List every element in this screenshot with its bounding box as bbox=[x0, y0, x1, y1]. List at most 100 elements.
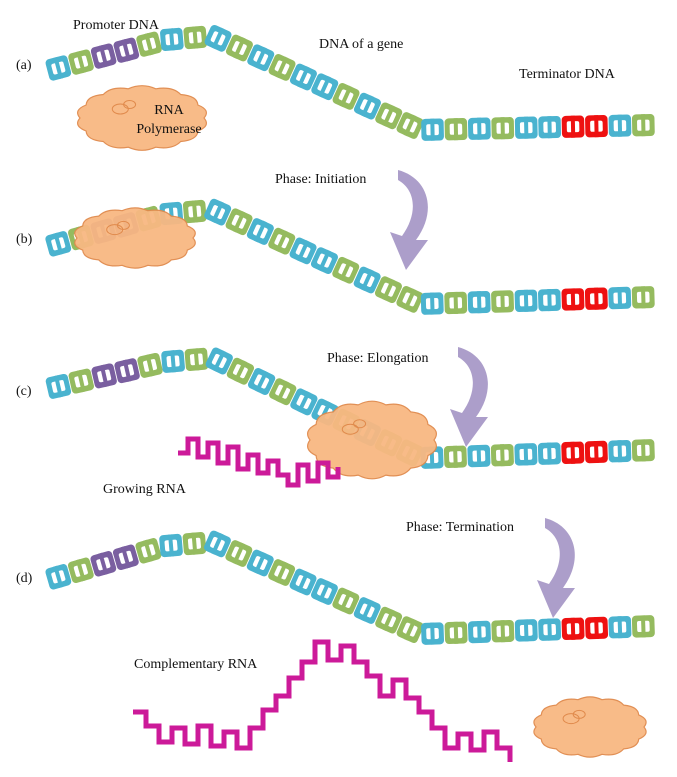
rna-polymerase-b bbox=[74, 207, 196, 269]
dna-segment bbox=[396, 616, 424, 643]
terminator-dna-segment bbox=[584, 440, 608, 464]
dna-segment bbox=[444, 118, 468, 141]
panel-marker-d: (d) bbox=[16, 571, 33, 586]
dna-segment bbox=[467, 290, 491, 314]
promoter-dna-segment bbox=[91, 363, 117, 389]
dna-segment bbox=[160, 27, 184, 51]
rna-polymerase-d bbox=[533, 696, 647, 758]
phase-arrow-initiation bbox=[390, 170, 428, 270]
dna-segment bbox=[375, 606, 403, 634]
terminator-dna-segment bbox=[584, 287, 608, 310]
phase-elongation-label: Phase: Elongation bbox=[327, 351, 429, 366]
dna-segment bbox=[246, 549, 274, 577]
dna-segment bbox=[182, 199, 207, 224]
dna-segment bbox=[396, 286, 424, 313]
dna-segment bbox=[67, 557, 94, 584]
dna-segment bbox=[204, 198, 232, 226]
promoter-dna-segment bbox=[90, 551, 117, 577]
dna-segment bbox=[289, 237, 317, 265]
dna-segment bbox=[135, 538, 162, 564]
dna-segment bbox=[444, 621, 468, 645]
dna-segment bbox=[136, 31, 162, 57]
complementary-rna-strand bbox=[133, 639, 513, 762]
dna-segment bbox=[514, 116, 538, 139]
growing-rna-strand bbox=[178, 436, 341, 488]
promoter-dna-label: Promoter DNA bbox=[73, 18, 159, 33]
promoter-dna-segment bbox=[114, 358, 140, 384]
dna-segment bbox=[631, 114, 655, 137]
dna-segment bbox=[45, 564, 72, 590]
dna-segment bbox=[161, 349, 185, 373]
dna-segment bbox=[68, 368, 94, 394]
dna-segment bbox=[631, 286, 655, 309]
dna-segment bbox=[353, 92, 381, 120]
dna-segment bbox=[537, 288, 561, 312]
dna-segment bbox=[332, 83, 360, 110]
complementary-rna-label: Complementary RNA bbox=[134, 657, 258, 672]
dna-segment bbox=[183, 25, 208, 50]
dna-segment bbox=[68, 49, 94, 75]
phase-initiation-label: Phase: Initiation bbox=[275, 172, 367, 187]
rna-polymerase-label: RNA Polymerase bbox=[124, 101, 214, 139]
panel-marker-c: (c) bbox=[16, 384, 32, 399]
dna-segment bbox=[631, 615, 655, 638]
dna-segment bbox=[420, 292, 444, 315]
dna-segment bbox=[514, 289, 538, 313]
dna-segment bbox=[225, 540, 253, 567]
dna-segment bbox=[159, 533, 183, 558]
dna-segment bbox=[290, 388, 318, 416]
terminator-dna-segment bbox=[561, 617, 585, 641]
promoter-dna-segment bbox=[113, 37, 140, 63]
rna-polymerase-c bbox=[307, 400, 437, 480]
dna-segment bbox=[443, 445, 467, 469]
dna-segment bbox=[289, 568, 317, 596]
dna-segment bbox=[374, 276, 402, 304]
dna-segment bbox=[45, 55, 72, 81]
dna-segment bbox=[225, 208, 253, 236]
terminator-dna-segment bbox=[561, 441, 585, 465]
dna-segment bbox=[225, 34, 253, 62]
phase-termination-label: Phase: Termination bbox=[406, 520, 515, 535]
dna-segment bbox=[421, 622, 445, 645]
dna-segment bbox=[608, 286, 632, 310]
dna-segment bbox=[608, 114, 632, 137]
dna-segment bbox=[491, 290, 515, 313]
dna-segment bbox=[514, 619, 538, 642]
dna-segment bbox=[467, 117, 491, 140]
dna-segment bbox=[491, 619, 515, 643]
dna-segment bbox=[205, 347, 233, 375]
growing-rna-label: Growing RNA bbox=[103, 482, 186, 497]
dna-segment bbox=[514, 443, 538, 466]
dna-segment bbox=[421, 118, 444, 141]
dna-segment bbox=[137, 352, 163, 378]
dna-segment bbox=[268, 227, 296, 255]
dna-segment bbox=[490, 443, 514, 467]
dna-segment bbox=[182, 532, 207, 556]
dna-segment bbox=[631, 439, 655, 462]
promoter-dna-segment bbox=[90, 43, 117, 69]
terminator-dna-segment bbox=[585, 616, 609, 640]
dna-segment bbox=[204, 24, 232, 52]
dna-segment bbox=[538, 618, 562, 641]
promoter-dna-segment bbox=[112, 544, 139, 571]
dna-segment bbox=[353, 266, 381, 294]
dna-segment bbox=[247, 44, 275, 72]
terminator-dna-segment bbox=[585, 115, 608, 138]
phase-arrow-termination bbox=[537, 518, 575, 618]
panel-marker-a: (a) bbox=[16, 58, 32, 73]
terminator-dna-label: Terminator DNA bbox=[519, 67, 615, 82]
dna-segment bbox=[268, 54, 296, 81]
dna-segment bbox=[332, 256, 360, 284]
dna-segment bbox=[310, 247, 338, 274]
dna-segment bbox=[247, 368, 276, 395]
dna-segment bbox=[289, 63, 317, 91]
dna-strand-d bbox=[45, 530, 655, 645]
gene-dna-label: DNA of a gene bbox=[319, 37, 404, 52]
dna-segment bbox=[184, 347, 209, 371]
panel-marker-b: (b) bbox=[16, 232, 33, 247]
dna-segment bbox=[203, 530, 231, 558]
dna-segment bbox=[332, 587, 360, 615]
dna-strand-a bbox=[45, 24, 655, 141]
